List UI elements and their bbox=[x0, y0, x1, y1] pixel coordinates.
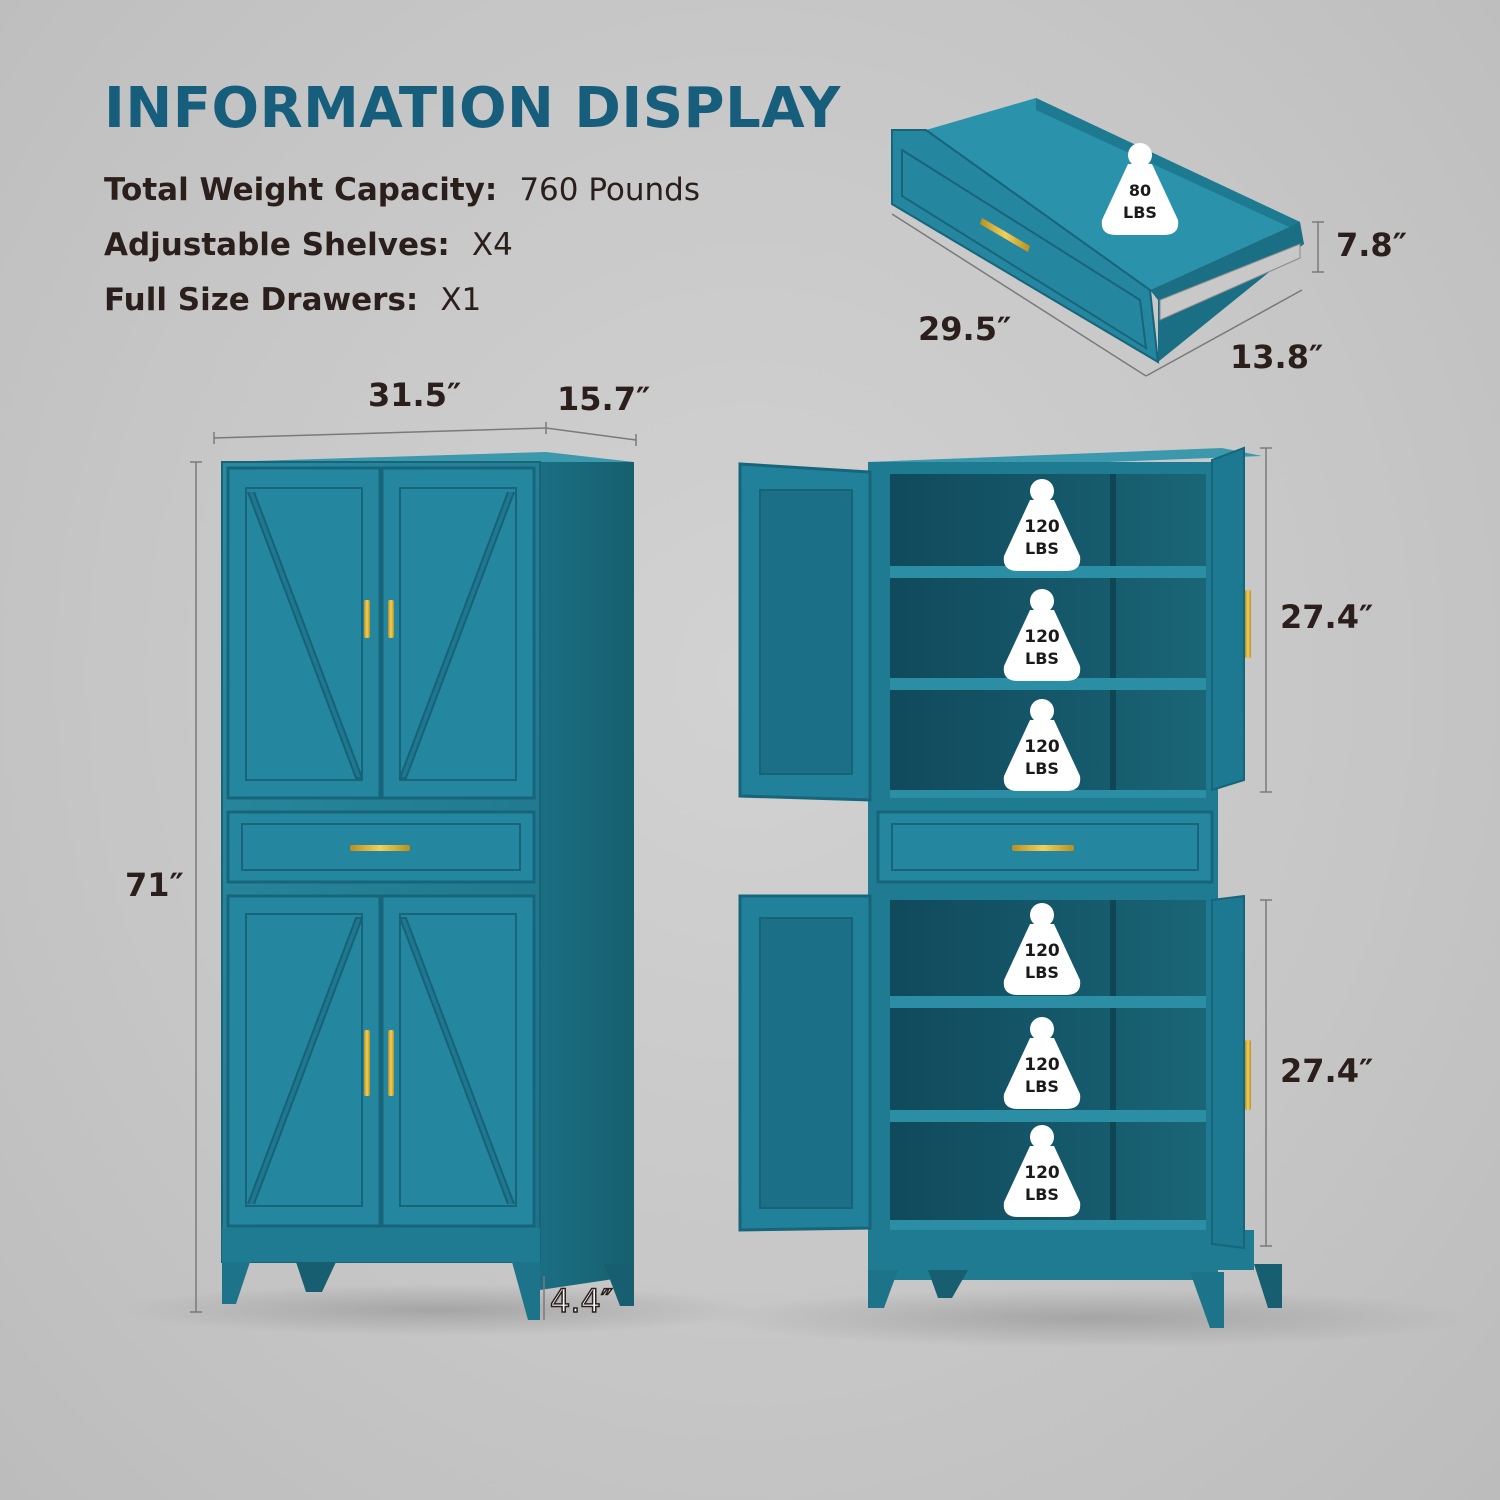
page-title: INFORMATION DISPLAY bbox=[104, 76, 841, 141]
barn-brace bbox=[247, 491, 364, 779]
door-handle bbox=[364, 1030, 370, 1096]
weight-value: 120 bbox=[1024, 737, 1060, 757]
dimension-width: 31.5″ bbox=[368, 376, 462, 414]
drawer-front-panel bbox=[901, 148, 1148, 350]
weight-unit: LBS bbox=[1123, 203, 1157, 222]
shelf bbox=[890, 678, 1206, 690]
door-inner-panel bbox=[759, 917, 853, 1209]
spec-label: Full Size Drawers: bbox=[104, 282, 419, 318]
spec-row-weight-capacity: Total Weight Capacity: 760 Pounds bbox=[104, 172, 700, 208]
weight-value: 120 bbox=[1024, 627, 1060, 647]
drawer-handle bbox=[1012, 845, 1074, 851]
barn-brace bbox=[398, 917, 515, 1205]
dimension-lines-drawer bbox=[891, 213, 1324, 377]
spec-row-adjustable-shelves: Adjustable Shelves: X4 bbox=[104, 227, 513, 263]
interior-divider bbox=[1110, 474, 1116, 796]
drawer-back bbox=[1036, 98, 1300, 232]
cabinet-side bbox=[540, 462, 634, 1290]
spec-value: X1 bbox=[440, 282, 482, 318]
cabinet-leg bbox=[928, 1270, 968, 1298]
cabinet-leg bbox=[604, 1264, 634, 1306]
cabinet-closed bbox=[221, 452, 634, 1320]
drawer-illustration bbox=[891, 98, 1304, 364]
weight-value: 120 bbox=[1024, 1055, 1060, 1075]
dimension-drawer-length: 29.5″ bbox=[918, 310, 1012, 348]
dimension-lines-left bbox=[190, 422, 637, 1320]
dimension-height: 71″ bbox=[125, 866, 184, 904]
cabinet-leg bbox=[296, 1262, 336, 1292]
weight-value: 120 bbox=[1024, 1163, 1060, 1183]
dimension-upper-section: 27.4″ bbox=[1280, 598, 1374, 636]
spec-label: Total Weight Capacity: bbox=[104, 172, 498, 208]
door-handle bbox=[1245, 1040, 1251, 1110]
door-panel bbox=[399, 487, 517, 781]
spec-value: X4 bbox=[471, 227, 513, 263]
dimension-leg-height: 4.4″ bbox=[549, 1281, 613, 1321]
door-handle bbox=[1245, 590, 1251, 658]
cabinet-base bbox=[222, 1228, 540, 1262]
spec-row-drawers: Full Size Drawers: X1 bbox=[104, 282, 481, 318]
weight-badge-shelf: 120 LBS bbox=[1003, 903, 1081, 995]
weight-unit: LBS bbox=[1025, 963, 1059, 982]
weight-value: 80 bbox=[1129, 181, 1151, 200]
dimension-lines-right bbox=[1260, 447, 1272, 1247]
drawer-handle bbox=[980, 218, 1030, 252]
cabinet-leg bbox=[222, 1262, 250, 1304]
dimension-drawer-height: 7.8″ bbox=[1336, 226, 1407, 264]
floor-shadow bbox=[710, 1288, 1470, 1348]
cabinet-leg bbox=[1254, 1264, 1282, 1308]
door-handle bbox=[388, 1030, 394, 1096]
weight-badge-drawer: 80 LBS bbox=[1101, 143, 1179, 235]
cabinet-base bbox=[868, 1230, 1254, 1270]
open-door-upper-right bbox=[1211, 446, 1245, 792]
dimension-drawer-depth: 13.8″ bbox=[1230, 338, 1324, 376]
weight-badge-shelf: 120 LBS bbox=[1003, 699, 1081, 791]
barn-brace bbox=[398, 491, 515, 779]
drawer-handle bbox=[350, 845, 410, 851]
weight-unit: LBS bbox=[1025, 539, 1059, 558]
weight-unit: LBS bbox=[1025, 649, 1059, 668]
door-handle bbox=[364, 600, 370, 638]
upper-left-door bbox=[226, 466, 382, 800]
weight-value: 120 bbox=[1024, 517, 1060, 537]
door-inner-panel bbox=[759, 489, 853, 775]
cabinet-leg bbox=[868, 1270, 898, 1308]
barn-brace bbox=[247, 917, 364, 1205]
weight-unit: LBS bbox=[1025, 1077, 1059, 1096]
weight-badge-shelf: 120 LBS bbox=[1003, 1017, 1081, 1109]
drawer-panel bbox=[891, 823, 1199, 871]
weight-unit: LBS bbox=[1025, 759, 1059, 778]
drawer-side bbox=[1150, 222, 1304, 362]
shelf bbox=[890, 790, 1206, 798]
spec-label: Adjustable Shelves: bbox=[104, 227, 450, 263]
dimension-lower-section: 27.4″ bbox=[1280, 1052, 1374, 1090]
drawer-panel bbox=[241, 823, 521, 871]
weight-badge-shelf: 120 LBS bbox=[1003, 1125, 1081, 1217]
cabinet-bottom bbox=[890, 1220, 1206, 1230]
floor-shadow bbox=[120, 1284, 760, 1336]
cabinet-leg bbox=[512, 1262, 540, 1320]
cabinet-leg bbox=[1190, 1272, 1224, 1328]
drawer-floor bbox=[926, 98, 1300, 290]
shelf bbox=[890, 996, 1206, 1008]
weight-unit: LBS bbox=[1025, 1185, 1059, 1204]
dimension-depth: 15.7″ bbox=[557, 380, 651, 418]
weight-badge-shelf: 120 LBS bbox=[1003, 589, 1081, 681]
door-panel bbox=[245, 913, 363, 1207]
door-handle bbox=[388, 600, 394, 638]
interior-divider bbox=[1110, 900, 1116, 1222]
shelf bbox=[890, 1110, 1206, 1122]
lower-left-door bbox=[226, 894, 382, 1228]
weight-badge-shelf: 120 LBS bbox=[1003, 479, 1081, 571]
door-panel bbox=[245, 487, 363, 781]
open-door-lower-right bbox=[1211, 894, 1245, 1250]
weight-value: 120 bbox=[1024, 941, 1060, 961]
spec-value: 760 Pounds bbox=[519, 172, 701, 208]
shelf bbox=[890, 566, 1206, 578]
drawer-slide bbox=[1159, 243, 1301, 321]
door-panel bbox=[399, 913, 517, 1207]
